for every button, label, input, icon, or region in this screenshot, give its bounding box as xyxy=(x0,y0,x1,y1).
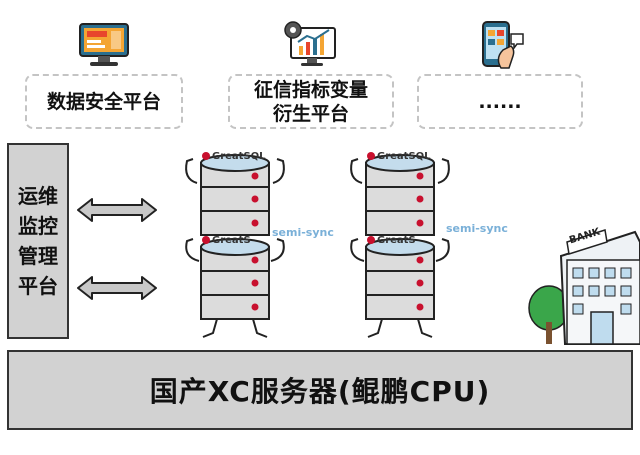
analytics-gear-icon xyxy=(284,21,336,66)
app-more: ...... xyxy=(417,74,583,129)
semi-sync-label: semi-sync xyxy=(446,222,508,235)
greatsql-server-stack xyxy=(350,152,450,338)
server-logo: GreatS xyxy=(212,235,251,246)
app-data-security-platform: 数据安全平台 xyxy=(25,74,183,129)
ops-label-line: 管理 xyxy=(18,244,58,268)
ops-label-line: 监控 xyxy=(18,214,58,238)
ops-label-line: 运维 xyxy=(18,184,58,208)
double-arrow-icon xyxy=(77,276,157,300)
server-logo: GreatSQL xyxy=(212,151,266,162)
phone-touch-icon xyxy=(482,21,524,69)
monitor-dashboard-icon xyxy=(79,23,129,66)
app-credit-variable-platform: 征信指标变量衍生平台 xyxy=(228,74,394,129)
bank-building-icon xyxy=(528,229,640,345)
server-logo: GreatS xyxy=(377,235,416,246)
server-logo: GreatSQL xyxy=(377,151,431,162)
double-arrow-icon xyxy=(77,198,157,222)
semi-sync-label: semi-sync xyxy=(272,226,334,239)
greatsql-server-stack xyxy=(185,152,285,338)
ops-label-line: 平台 xyxy=(18,274,58,298)
ops-monitoring-panel: 运维 监控 管理 平台 xyxy=(7,143,69,339)
base-server-layer: 国产XC服务器(鲲鹏CPU) xyxy=(7,350,633,430)
